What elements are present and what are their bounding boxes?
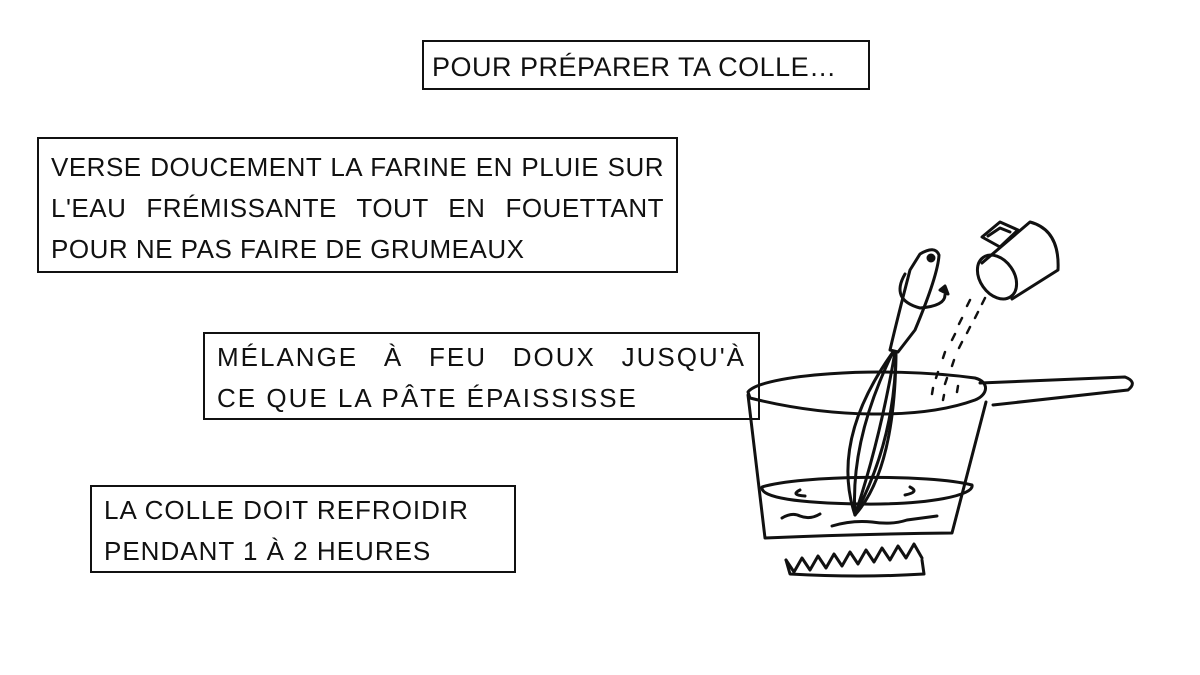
water-icon — [760, 475, 974, 528]
step-3-box: LA COLLE DOIT REFROIDIR PENDANT 1 À 2 HE… — [90, 485, 516, 573]
burner-flame-icon — [784, 542, 926, 578]
step-3-line-2: PENDANT 1 À 2 HEURES — [104, 536, 432, 566]
step-2-box: MÉLANGE À FEU DOUX JUSQU'À CE QUE LA PÂT… — [203, 332, 760, 420]
step-2-line-2: CE QUE LA PÂTE ÉPAISSISSE — [217, 383, 638, 413]
flour-falling-icon — [930, 296, 987, 402]
pot-icon — [746, 370, 1134, 540]
step-1-line-1: VERSE DOUCEMENT LA FARINE EN PLUIE SUR — [51, 152, 664, 182]
step-3-line-1: LA COLLE DOIT REFROIDIR — [104, 495, 469, 525]
cup-icon — [975, 220, 1060, 301]
title-text: POUR PRÉPARER TA COLLE… — [432, 52, 837, 82]
step-1-line-3: POUR NE PAS FAIRE DE GRUMEAUX — [51, 234, 525, 264]
step-2-line-1: MÉLANGE À FEU DOUX JUSQU'À — [217, 342, 746, 372]
step-1-box: VERSE DOUCEMENT LA FARINE EN PLUIE SUR L… — [37, 137, 678, 273]
whisk-icon — [846, 248, 950, 517]
step-1-line-2: L'EAU FRÉMISSANTE TOUT EN FOUETTANT — [51, 193, 664, 223]
title-box: POUR PRÉPARER TA COLLE… — [422, 40, 870, 90]
